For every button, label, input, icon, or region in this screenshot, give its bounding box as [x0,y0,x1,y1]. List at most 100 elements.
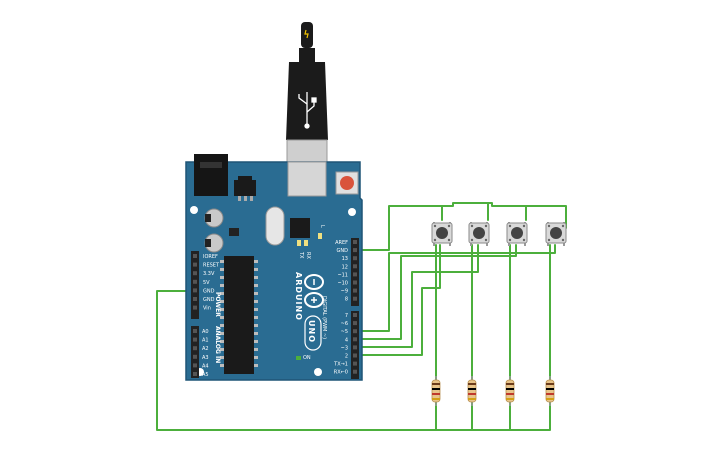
analog-pin-socket[interactable] [193,363,197,368]
button-cap[interactable] [436,227,448,239]
button-cap[interactable] [473,227,485,239]
digital-pin-socket[interactable] [353,288,357,293]
wire-pin2-button1[interactable] [355,244,441,356]
chip-pin [220,316,224,319]
chip-pin [220,364,224,367]
usb-b-port[interactable] [287,161,327,197]
resistor-band [468,398,476,400]
dc-power-jack[interactable] [194,154,228,196]
chip-pin [254,276,258,279]
led-label-tx: TX [298,251,304,259]
usb-cable-strain [299,48,315,62]
digital-header-top [351,238,359,306]
wire-gnd-top[interactable] [355,202,567,251]
pushbutton[interactable] [506,222,528,246]
resistor-band [432,388,440,390]
digital-pin-socket[interactable] [353,369,357,374]
digital-pin-socket[interactable] [353,248,357,253]
analog-pin-label: A3 [202,355,209,361]
digital-pin-socket[interactable] [353,337,357,342]
digital-pin-socket[interactable] [353,256,357,261]
analog-pin-label: A4 [202,363,209,369]
power-pin-socket[interactable] [193,262,197,267]
digital-pin-label: ~3 [341,345,348,351]
analog-pin-socket[interactable] [193,354,197,359]
digital-pin-socket[interactable] [353,345,357,350]
atmega-chip [224,256,254,374]
resistor[interactable] [467,376,477,406]
chip-pins [220,260,224,367]
analog-pin-socket[interactable] [193,372,197,376]
digital-pin-socket[interactable] [353,264,357,269]
mount-hole [190,206,198,214]
chip-pin [220,260,224,263]
chip-pins [254,260,258,367]
usb-plug-tip [301,22,313,48]
button-cap[interactable] [511,227,523,239]
power-pin-socket[interactable] [193,288,197,293]
chip-pin [220,356,224,359]
analog-pin-socket[interactable] [193,346,197,351]
wire-pin5-button4[interactable] [355,244,556,332]
analog-title: ANALOG IN [214,326,221,363]
reset-button-cap[interactable] [340,176,354,190]
digital-pin-socket[interactable] [353,272,357,277]
chip-pin [220,348,224,351]
digital-pin-label: 2 [345,354,348,360]
led-label-l: L [319,225,325,228]
digital-pin-socket[interactable] [353,321,357,326]
chip-pin [254,332,258,335]
power-pin-socket[interactable] [193,271,197,276]
chip-pin [220,308,224,311]
led-label-rx: RX [305,252,311,259]
chip-pin [254,300,258,303]
chip-pin [254,260,258,263]
digital-pin-label: 8 [345,297,348,303]
resistor-band [432,393,440,395]
wire-pin3-button2[interactable] [355,244,479,348]
power-pin-socket[interactable] [193,254,197,258]
chip-pin [220,340,224,343]
pushbutton[interactable] [431,222,453,246]
power-pin-socket[interactable] [193,297,197,301]
analog-pin-socket[interactable] [193,337,197,342]
chip-pin [220,332,224,335]
digital-pin-socket[interactable] [353,313,357,317]
pushbuttons [431,222,567,246]
usb-icon [298,92,317,129]
resistor[interactable] [505,376,515,406]
digital-pin-socket[interactable] [353,296,357,301]
power-pin-label: GND [203,297,215,303]
mount-hole [314,368,322,376]
digital-pin-socket[interactable] [353,240,357,244]
digital-pin-socket[interactable] [353,353,357,358]
pushbutton[interactable] [545,222,567,246]
chip-pin [254,364,258,367]
resistor-band [506,388,514,390]
pushbutton[interactable] [468,222,490,246]
digital-title: DIGITAL (PWM ~) [321,296,327,339]
analog-pin-label: A2 [202,346,209,352]
power-pin-socket[interactable] [193,279,197,284]
analog-pin-socket[interactable] [193,329,197,333]
resistors [431,376,555,406]
digital-pin-socket[interactable] [353,280,357,285]
chip-pin [254,292,258,295]
wire-pin4-button3[interactable] [355,244,517,340]
chip-pin [254,268,258,271]
chip-pin [220,276,224,279]
digital-pin-socket[interactable] [353,361,357,366]
resistor[interactable] [431,376,441,406]
button-cap[interactable] [550,227,562,239]
chip-pin [254,356,258,359]
digital-pin-socket[interactable] [353,329,357,334]
power-pin-socket[interactable] [193,305,197,310]
chip-pin [220,284,224,287]
wire-5v-rail[interactable] [156,290,551,431]
digital-pin-label: ~5 [341,329,348,335]
resistor[interactable] [545,376,555,406]
arduino-uno-board[interactable]: TX RX L ON ARDUINO UNO DIGITAL (PWM ~) I… [185,154,363,381]
wires [156,202,567,431]
